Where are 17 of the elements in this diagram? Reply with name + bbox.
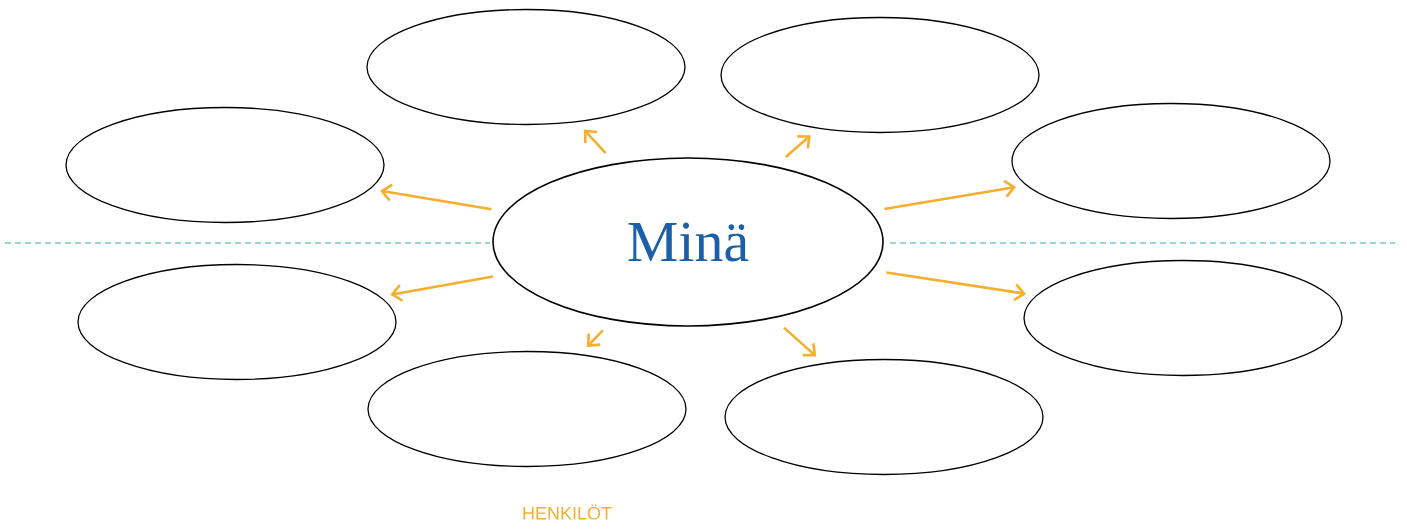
arrow [783, 326, 817, 357]
arrow [390, 275, 494, 302]
empty-ellipse [1023, 259, 1343, 377]
empty-ellipse [724, 358, 1044, 476]
empty-ellipse [1011, 102, 1331, 220]
arrow [785, 135, 811, 158]
empty-ellipse [720, 16, 1040, 134]
arrow [583, 129, 607, 154]
arrow [886, 271, 1027, 302]
arrow [884, 179, 1017, 211]
arrow [586, 329, 604, 347]
empty-ellipse [65, 106, 385, 224]
empty-ellipse [77, 263, 397, 381]
empty-ellipse [366, 8, 686, 126]
arrow [380, 183, 492, 211]
empty-ellipse [367, 350, 687, 468]
caption-text: HENKILÖT [523, 504, 612, 520]
